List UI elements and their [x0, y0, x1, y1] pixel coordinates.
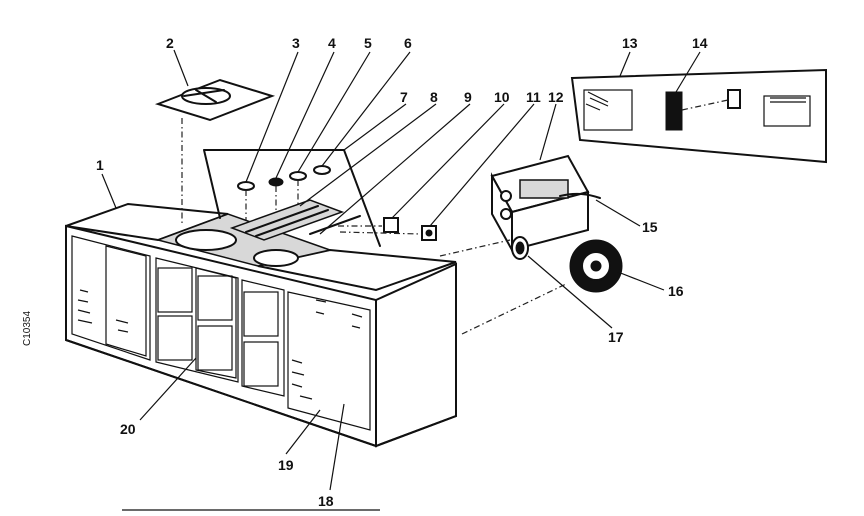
drawing-code: C10354	[22, 311, 33, 346]
callout-11: 11	[526, 89, 541, 105]
part-13-panel	[570, 68, 827, 164]
callout-13: 13	[622, 35, 638, 51]
callout-19: 19	[278, 457, 294, 473]
callout-6: 6	[404, 35, 412, 51]
callout-14: 14	[692, 35, 708, 51]
part-16-dial	[569, 239, 623, 293]
part-15-cable	[559, 192, 601, 199]
part-12-control-box	[490, 154, 590, 254]
callout-20: 20	[120, 421, 136, 437]
callout-12: 12	[548, 89, 564, 105]
part-9-strip	[309, 215, 361, 235]
callout-2: 2	[166, 35, 174, 51]
callout-1: 1	[96, 157, 104, 173]
part-8-rail	[229, 199, 345, 241]
callout-16: 16	[668, 283, 684, 299]
part-10-11-blocks	[383, 217, 437, 241]
callout-18: 18	[318, 493, 334, 509]
callout-10: 10	[494, 89, 510, 105]
callout-9: 9	[464, 89, 472, 105]
cabinet-body	[65, 202, 457, 448]
callout-15: 15	[642, 219, 658, 235]
callout-17: 17	[608, 329, 624, 345]
assembly-guide-lines	[338, 225, 567, 335]
part-17-knob	[511, 236, 529, 260]
callout-5: 5	[364, 35, 372, 51]
callout-8: 8	[430, 89, 438, 105]
callout-7: 7	[400, 89, 408, 105]
callout-labels: 1 2 3 4 5 6 7 8 9 10 11 12 13 14 15 16 1…	[96, 35, 708, 509]
part-2-top-assembly	[154, 78, 276, 226]
callout-3: 3	[292, 35, 300, 51]
leader-lines	[101, 49, 701, 491]
callout-4: 4	[328, 35, 336, 51]
